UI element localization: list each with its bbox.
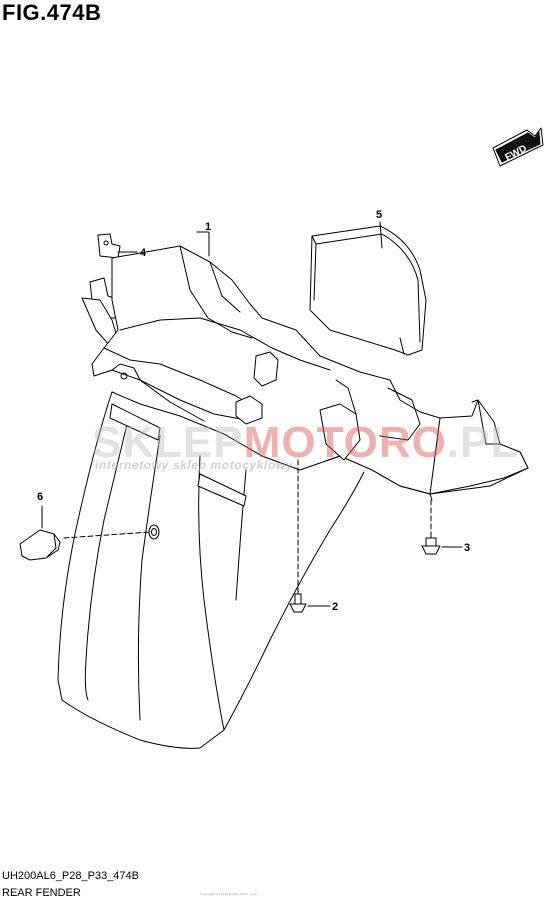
section-name: REAR FENDER [2,887,81,899]
part-2-push-rivet [289,459,331,613]
callout-3: 3 [464,542,470,554]
part-1-inner-rear-fender [81,231,529,501]
callout-1: 1 [205,221,211,233]
rear-fender-outer [57,391,365,749]
forward-arrow-icon: FWD [492,127,544,167]
watermark-logo: SKLEPMOTORO.PL [92,418,518,468]
figure-title: FIG.474B [2,0,102,25]
watermark-brand-part2: MOTORO [243,418,447,467]
part-3-bolt [421,499,463,555]
watermark-brand-part3: .PL [446,418,519,467]
callout-5: 5 [376,209,382,221]
copyright-note: Copyright (c) 2024 Suzuki Motor Corp. [200,892,258,896]
watermark-tagline: internetowy sklep motocyklowy [95,458,294,472]
callout-6: 6 [37,491,43,503]
part-5-cover-plate [309,225,427,356]
diagram-code: UH200AL6_P28_P33_474B [2,870,140,882]
watermark-brand-part1: SKLEP [92,418,244,467]
part-4-clip-nut [97,233,138,259]
callout-2: 2 [332,601,338,613]
callout-4: 4 [140,247,147,259]
part-6-rubber-cushion [19,505,151,561]
